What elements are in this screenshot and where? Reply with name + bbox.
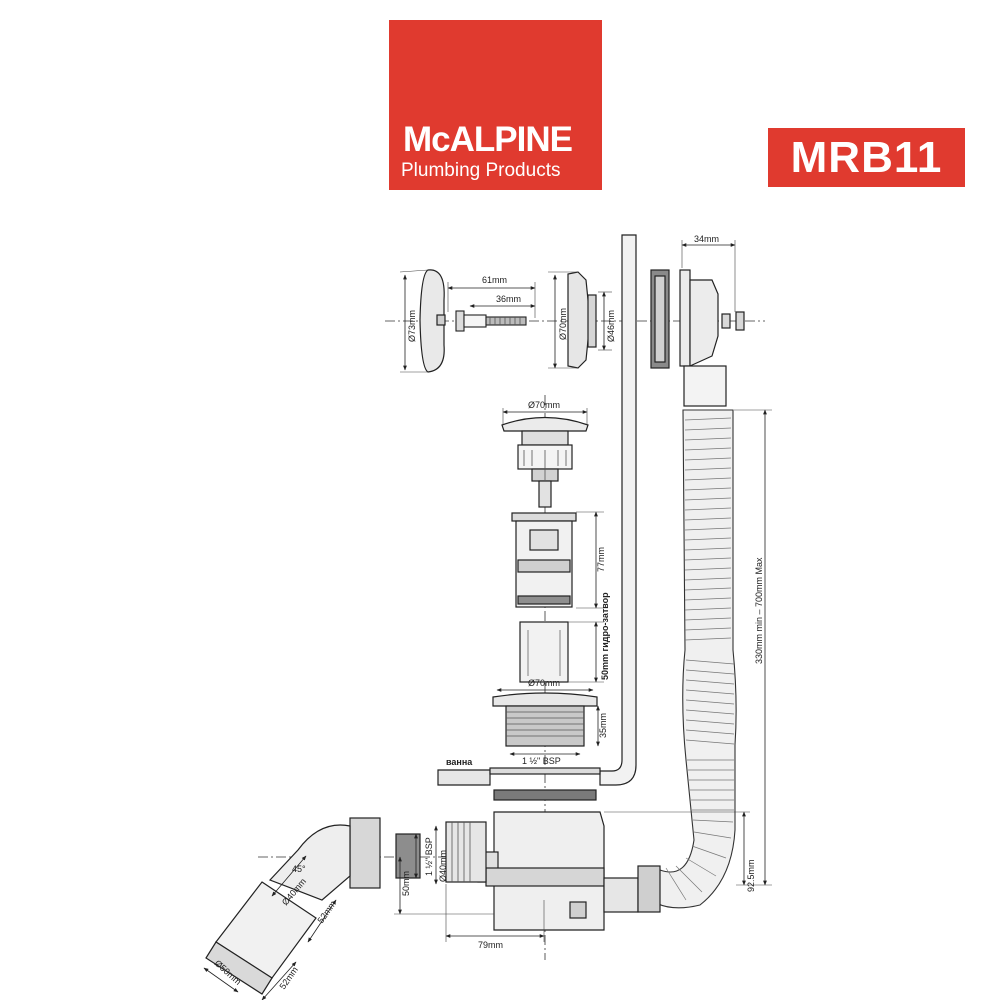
dim-outlet-thread: 1 ½" BSP [424, 837, 434, 876]
bath-wall [437, 234, 637, 786]
dim-pipe-length: 52mm [277, 965, 300, 991]
water-seal-sleeve [519, 621, 569, 683]
dim-plug-diameter: Ø70mm [528, 400, 560, 410]
dim-water-seal: 50mm гидро-затвор [600, 592, 610, 680]
brand-logo: McALPINE Plumbing Products [389, 20, 602, 190]
overflow-gasket [650, 269, 670, 369]
dim-cartridge-height: 77mm [596, 547, 606, 572]
overflow-body [679, 269, 745, 407]
dim-overflow-height: 92.5mm [746, 859, 756, 892]
dim-trap-width: 79mm [478, 940, 503, 950]
outlet-pipe [205, 881, 317, 995]
dim-hose-length: 330mm min – 700mm Max [754, 557, 764, 664]
brand-name: McALPINE [403, 120, 573, 159]
dim-screw-total: 61mm [482, 275, 507, 285]
dimension-lines [203, 243, 767, 1000]
waste-flange [489, 692, 601, 801]
label-bath: ванна [446, 757, 473, 767]
bend-45 [268, 817, 381, 901]
dim-outlet-diameter: Ø40mm [438, 850, 448, 882]
popup-plug [501, 416, 589, 508]
overflow-rosette [567, 271, 597, 369]
dim-flange-diameter: Ø70mm [528, 678, 560, 688]
dim-rosette-inner: Ø46mm [606, 310, 616, 342]
dim-angle: 45° [292, 864, 306, 874]
cartridge [511, 512, 577, 608]
dim-rosette-outer: Ø70mm [558, 308, 568, 340]
overflow-cover [419, 269, 446, 373]
extension-lines [394, 240, 772, 942]
model-badge: MRB11 [768, 128, 965, 187]
dim-trap-depth: 50mm [401, 871, 411, 896]
dim-waste-height: 35mm [598, 713, 608, 738]
model-number: MRB11 [790, 133, 943, 182]
dim-screw-thread: 36mm [496, 294, 521, 304]
dim-waste-thread: 1 ½" BSP [522, 756, 561, 766]
dim-bend-length: 52mm [315, 899, 338, 925]
dim-cover-diameter: Ø73mm [407, 310, 417, 342]
overflow-screw [455, 310, 527, 332]
dim-overflow-width: 34mm [694, 234, 719, 244]
brand-subtitle: Plumbing Products [401, 160, 561, 181]
trap-body [477, 811, 661, 931]
flexible-hose [639, 409, 737, 909]
